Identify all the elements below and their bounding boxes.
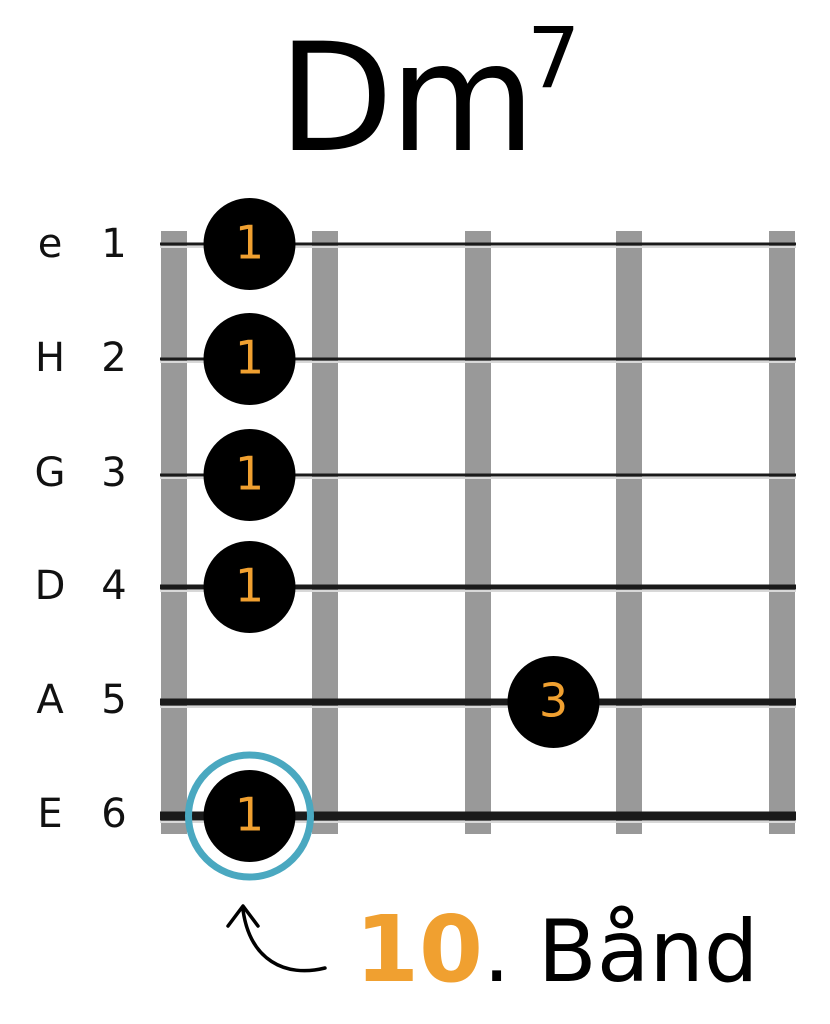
string-number-1: 1 (101, 221, 127, 267)
fret-number: 10 (355, 896, 484, 1003)
finger-dots: 1 1 1 1 3 1 (185, 198, 600, 881)
chord-extension: 7 (527, 9, 581, 107)
fret-word: . Bånd (483, 902, 759, 1002)
fret-bar-3 (616, 231, 642, 834)
finger-number-string-3: 1 (235, 447, 264, 501)
string-number-4: 4 (101, 563, 127, 609)
chord-root: Dm (278, 12, 536, 186)
fret-position-label: 10. Bånd (355, 895, 759, 1005)
fret-bar-0 (161, 231, 187, 834)
finger-number-string-2: 1 (235, 331, 264, 385)
finger-dot-string-5 (507, 656, 600, 748)
string-number-3: 3 (101, 450, 127, 496)
string-name-5: A (36, 677, 64, 723)
string-number-6: 6 (101, 791, 127, 837)
finger-number-string-1: 1 (235, 216, 264, 270)
fret-bar-2 (465, 231, 491, 834)
string-name-3: G (34, 450, 66, 496)
finger-number-string-5: 3 (539, 674, 568, 728)
string-number-5: 5 (101, 677, 127, 723)
finger-number-string-6: 1 (235, 788, 264, 842)
finger-dot-string-4 (203, 541, 296, 633)
fret-bar-1 (312, 231, 338, 834)
finger-dot-string-6 (203, 770, 296, 862)
root-note-ring (185, 751, 314, 881)
finger-dot-string-3 (203, 429, 296, 521)
finger-number-string-4: 1 (235, 559, 264, 613)
arrow-icon (226, 904, 327, 973)
finger-dot-string-1 (203, 198, 296, 290)
string-number-2: 2 (101, 335, 127, 381)
fret-bars (161, 231, 795, 834)
string-name-1: e (37, 221, 63, 267)
chord-name: Dm 7 (0, 0, 830, 200)
finger-dot-string-2 (203, 313, 296, 405)
fret-bar-4 (769, 231, 795, 834)
string-name-4: D (34, 563, 66, 609)
string-name-2: H (34, 335, 66, 381)
string-name-6: E (37, 791, 63, 837)
